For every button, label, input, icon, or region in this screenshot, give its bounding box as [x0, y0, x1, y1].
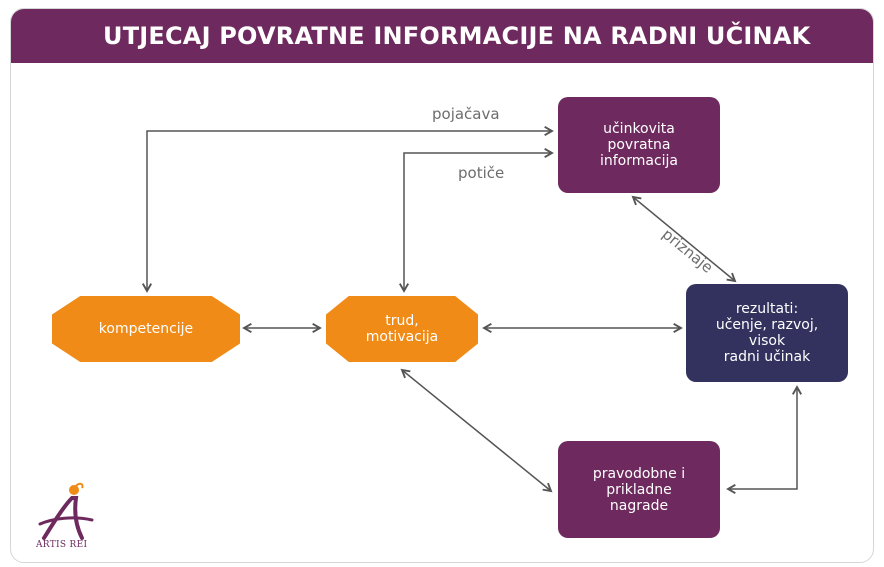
artis-rei-logo-icon — [38, 482, 94, 540]
node-rewards: pravodobne i prikladne nagrade — [558, 441, 720, 538]
node-effort-motivation: trud, motivacija — [326, 296, 478, 362]
arrow-effort-rewards — [400, 368, 553, 493]
arrow-rewards-results — [726, 385, 803, 495]
diagram-title: UTJECAJ POVRATNE INFORMACIJE NA RADNI UČ… — [11, 9, 873, 63]
node-effective-feedback: učinkovita povratna informacija — [558, 97, 720, 193]
logo-text: ARTIS REI — [36, 540, 88, 550]
label-encourages: potiče — [458, 164, 505, 182]
arrow-encourages — [398, 147, 554, 293]
arrow-reinforces — [141, 125, 554, 293]
node-results: rezultati: učenje, razvoj, visok radni u… — [686, 284, 848, 382]
node-competencies: kompetencije — [52, 296, 240, 362]
arrow-recognizes — [631, 195, 737, 283]
label-reinforces: pojačava — [432, 105, 500, 123]
